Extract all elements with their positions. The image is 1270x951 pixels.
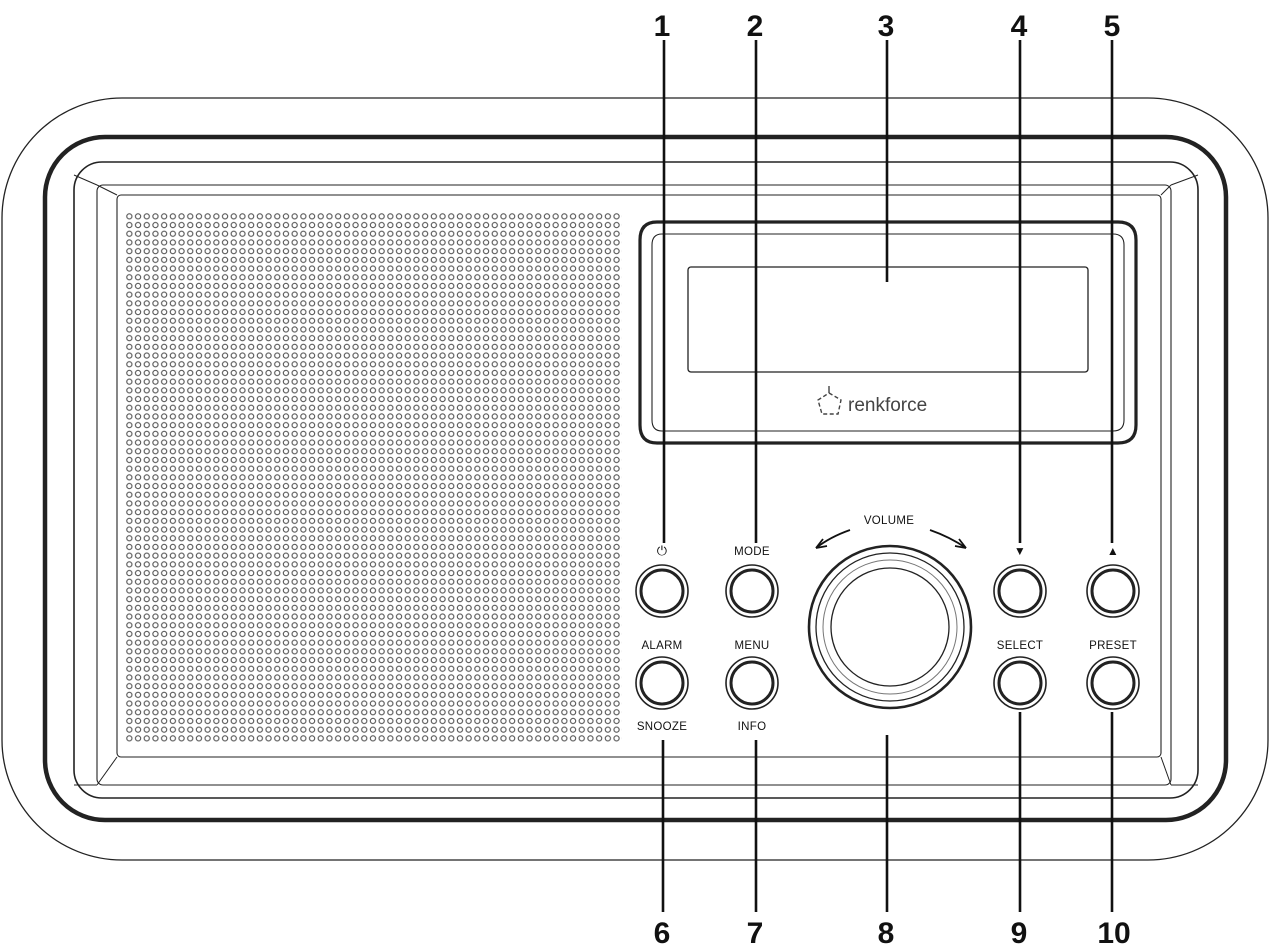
volume-arrows-icon <box>815 529 967 549</box>
inner-bezel-inner <box>73 161 1199 799</box>
renkforce-logo: renkforce <box>817 386 927 416</box>
chamfer-tl-outer <box>73 174 98 186</box>
chamfer-bl <box>96 756 118 786</box>
chamfer-tr <box>1160 184 1172 196</box>
power-icon: ⏻ <box>657 543 668 558</box>
power-button[interactable] <box>635 564 689 618</box>
select-button[interactable] <box>993 656 1047 710</box>
alarm-label: ALARM <box>641 640 682 652</box>
volume-label: VOLUME <box>864 515 914 527</box>
callout-5: 5 <box>1104 10 1121 43</box>
callout-numbers: 1 2 3 4 5 6 7 8 9 10 <box>654 10 1131 950</box>
preset-button[interactable] <box>1086 656 1140 710</box>
callout-1: 1 <box>654 10 671 43</box>
outer-shell <box>1 97 1269 861</box>
down-button[interactable] <box>993 564 1047 618</box>
snooze-label: SNOOZE <box>637 721 687 733</box>
up-button[interactable] <box>1086 564 1140 618</box>
recess-panel <box>116 194 1162 758</box>
mode-label: MODE <box>734 546 770 558</box>
display-frame-outer <box>638 220 1138 445</box>
callout-7: 7 <box>747 917 764 950</box>
callout-2: 2 <box>747 10 764 43</box>
callout-leaders <box>661 40 1114 912</box>
preset-label: PRESET <box>1089 640 1137 652</box>
callout-9: 9 <box>1011 917 1028 950</box>
menu-label: MENU <box>734 640 769 652</box>
lcd-screen <box>687 266 1089 373</box>
down-arrow-icon: ▼ <box>1014 544 1026 558</box>
button-labels: ⏻ MODE ▼ ▲ ALARM MENU SELECT PRESET SNOO… <box>637 543 1137 733</box>
brand-name: renkforce <box>848 395 927 416</box>
callout-3: 3 <box>878 10 895 43</box>
select-label: SELECT <box>997 640 1044 652</box>
buttons <box>635 564 1140 710</box>
chamfer-tl <box>96 184 118 196</box>
callout-10: 10 <box>1097 917 1130 950</box>
radio-cabinet <box>1 97 1269 861</box>
up-arrow-icon: ▲ <box>1107 544 1119 558</box>
info-label: INFO <box>738 721 767 733</box>
mode-button[interactable] <box>725 564 779 618</box>
alarm-snooze-button[interactable] <box>635 656 689 710</box>
chamfer-br <box>1160 756 1172 786</box>
callout-4: 4 <box>1011 10 1028 43</box>
callout-6: 6 <box>654 917 671 950</box>
volume-knob[interactable] <box>807 544 973 710</box>
renkforce-logo-mark <box>817 386 842 415</box>
front-panel <box>96 184 1172 786</box>
menu-info-button[interactable] <box>725 656 779 710</box>
inner-bezel-outer <box>42 134 1229 823</box>
chamfer-tr-outer <box>1170 174 1199 186</box>
callout-8: 8 <box>878 917 895 950</box>
speaker-grille <box>125 212 622 742</box>
